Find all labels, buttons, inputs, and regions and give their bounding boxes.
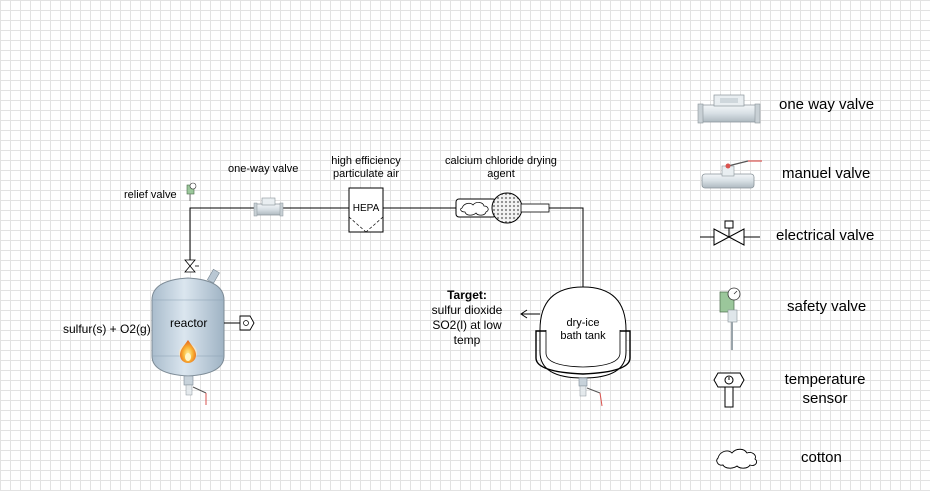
- target-line2: SO2(l) at low: [432, 318, 502, 332]
- dry-ice-bath-tank[interactable]: [535, 286, 631, 407]
- legend-safety-valve-icon: [719, 287, 741, 350]
- drying-agent-line1: calcium chloride drying: [445, 155, 557, 167]
- legend-manual-valve-icon: [701, 160, 762, 189]
- target-label: Target: sulfur dioxide SO2(l) at low tem…: [412, 288, 522, 348]
- target-line1: sulfur dioxide: [431, 303, 503, 317]
- drying-agent-line2: agent: [487, 168, 515, 180]
- hepa-filter[interactable]: [348, 187, 384, 233]
- legend-electrical-valve-label: electrical valve: [776, 227, 875, 244]
- legend-one-way-valve-label: one way valve: [779, 96, 875, 113]
- legend-cotton-label: cotton: [801, 449, 842, 466]
- hepa-box-label: HEPA: [352, 203, 380, 214]
- legend-temperature-sensor-line1: temperature: [784, 371, 866, 388]
- temperature-sensor: [224, 315, 255, 331]
- relief-valve-label: relief valve: [124, 189, 177, 201]
- legend-temperature-sensor-icon: [713, 372, 745, 408]
- legend-safety-valve-label: safety valve: [787, 298, 867, 315]
- flame-icon: [179, 340, 197, 363]
- hepa-title-line2: particulate air: [332, 168, 400, 180]
- legend-electrical-valve-icon: [700, 220, 760, 246]
- legend-one-way-valve-icon: [697, 94, 761, 124]
- relief-valve[interactable]: [186, 182, 197, 201]
- hepa-title: high efficiency particulate air: [326, 155, 406, 181]
- legend-temperature-sensor-label: temperature sensor: [770, 370, 880, 408]
- legend-cotton-icon: [716, 448, 758, 469]
- reactor-label: reactor: [170, 316, 208, 330]
- electrical-valve[interactable]: [184, 259, 199, 273]
- hepa-title-line1: high efficiency: [331, 155, 401, 167]
- drying-agent-label: calcium chloride drying agent: [436, 155, 566, 181]
- reaction-equation: sulfur(s) + O2(g): [63, 322, 151, 336]
- target-arrow: [520, 309, 540, 319]
- one-way-valve-label: one-way valve: [228, 163, 299, 175]
- tank-label: dry-ice bath tank: [553, 317, 613, 343]
- main-pipeline: [189, 207, 584, 287]
- legend-temperature-sensor-line2: sensor: [802, 390, 848, 407]
- one-way-valve[interactable]: [253, 197, 284, 217]
- drying-tube[interactable]: [455, 192, 550, 224]
- tank-line2: bath tank: [560, 330, 606, 342]
- legend-manual-valve-label: manuel valve: [782, 165, 871, 182]
- reactor-vessel[interactable]: [151, 268, 225, 405]
- tank-line1: dry-ice: [566, 317, 600, 329]
- target-line3: temp: [453, 333, 481, 347]
- target-heading: Target:: [447, 288, 487, 302]
